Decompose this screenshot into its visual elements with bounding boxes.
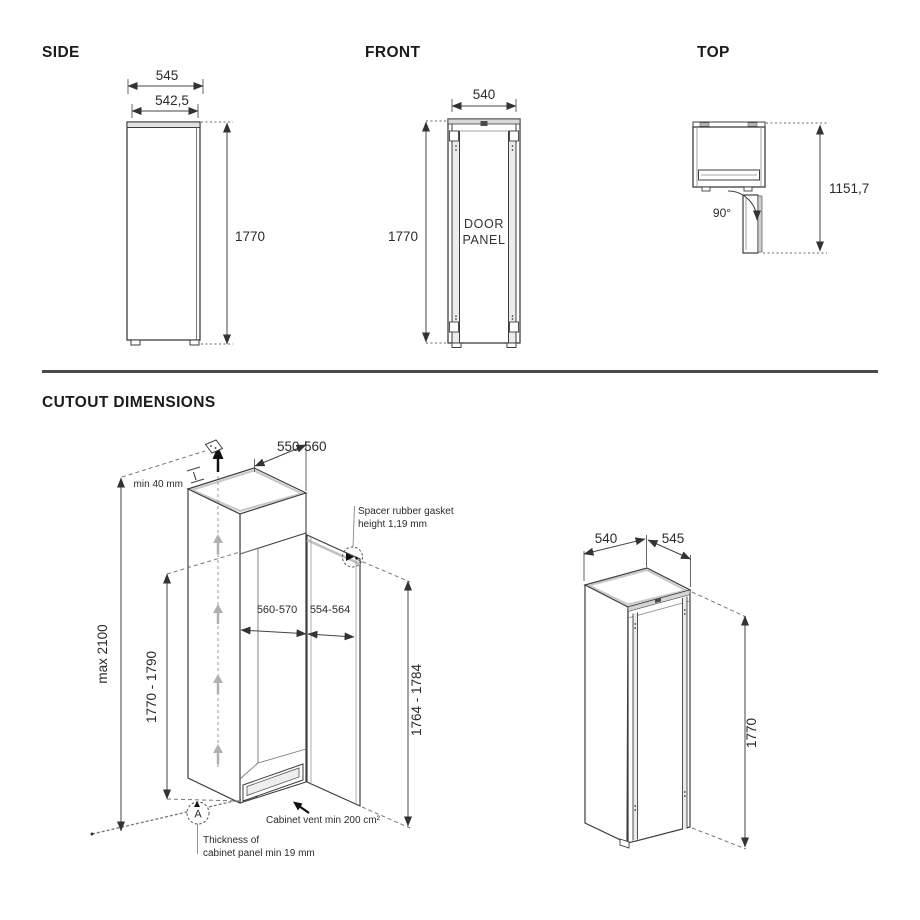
max-height-label: max 2100 — [95, 624, 110, 683]
side-foot-right — [189, 339, 200, 346]
front-hinge-bottom-right — [509, 321, 519, 333]
side-width-inner-label: 542,5 — [155, 93, 189, 108]
front-height-label: 1770 — [388, 229, 418, 244]
top-swing-depth-label: 1151,7 — [829, 181, 869, 196]
niche-depth-label: 550-560 — [277, 439, 327, 454]
vent-note-label: Cabinet vent min 200 cm² — [266, 815, 381, 826]
niche-height-label: 1770 - 1790 — [144, 651, 159, 723]
unit-height-label: 1770 — [744, 718, 759, 748]
front-left-rail — [452, 131, 460, 343]
side-top-panel — [126, 121, 201, 128]
cutout-section-title: CUTOUT DIMENSIONS — [42, 394, 216, 411]
side-view-title: SIDE — [42, 44, 80, 61]
niche-left-wall — [187, 488, 241, 804]
front-view-title: FRONT — [365, 44, 421, 61]
gasket-detail-circle — [342, 546, 363, 568]
niche-width-label: 560-570 — [257, 604, 297, 616]
niche-door-panel — [306, 534, 361, 807]
detail-a-circle — [186, 801, 210, 825]
front-door-label-line2: PANEL — [462, 233, 505, 247]
front-foot-left — [451, 342, 462, 348]
airflow-arrow-top-icon — [212, 446, 224, 459]
top-tab-left — [701, 186, 711, 192]
cutout-unit-drawing: 540 545 1770 — [583, 531, 759, 850]
side-view-drawing: 545 542,5 1770 — [126, 68, 265, 346]
front-view-drawing: 540 DOOR PANEL — [388, 87, 521, 348]
side-body — [126, 121, 201, 341]
airflow-arrows-gray — [213, 534, 223, 764]
front-hinge-top-left — [449, 130, 459, 142]
top-open-door — [742, 194, 759, 254]
power-outlet-icon — [204, 439, 224, 454]
top-view-drawing: 90° 1151,7 — [692, 121, 869, 254]
front-width-label: 540 — [473, 87, 496, 102]
gasket-note-line1: Spacer rubber gasket — [358, 506, 454, 517]
side-width-outer-label: 545 — [156, 68, 179, 83]
front-foot-right — [506, 342, 517, 348]
front-hinge-bottom-left — [449, 321, 459, 333]
unit-foot — [619, 838, 630, 849]
front-hinge-top-right — [509, 130, 519, 142]
unit-width-label: 540 — [595, 531, 618, 546]
floor-line — [91, 795, 257, 835]
door-height-label: 1764 - 1784 — [409, 663, 424, 736]
unit-hinge-dots — [634, 609, 686, 811]
panel-note-line2: cabinet panel min 19 mm — [203, 848, 315, 859]
gasket-arrow-icon — [346, 553, 354, 561]
unit-top-tab — [655, 598, 661, 603]
unit-depth-label: 545 — [662, 531, 685, 546]
front-top-tab — [480, 121, 488, 126]
top-clearance-label: min 40 mm — [134, 479, 183, 490]
unit-left-face — [584, 584, 629, 844]
top-tab-right — [743, 186, 753, 192]
door-swing-arc — [727, 190, 761, 221]
side-foot-left — [130, 339, 141, 346]
cutout-niche-drawing: max 2100 1770 - 1790 550-560 min 40 mm 5… — [90, 439, 454, 859]
top-open-door-panel-edge — [757, 195, 763, 253]
top-view-title: TOP — [697, 44, 730, 61]
detail-a-label: A — [194, 809, 202, 821]
vent-arrow-icon — [293, 801, 303, 811]
front-door-label-line1: DOOR — [464, 217, 504, 231]
side-height-label: 1770 — [235, 229, 265, 244]
panel-note-line1: Thickness of — [203, 835, 259, 846]
front-right-rail — [508, 131, 516, 343]
door-width-label: 554-564 — [310, 604, 350, 616]
section-divider — [42, 370, 878, 373]
door-angle-label: 90° — [713, 206, 731, 220]
gasket-note-line2: height 1,19 mm — [358, 519, 427, 530]
